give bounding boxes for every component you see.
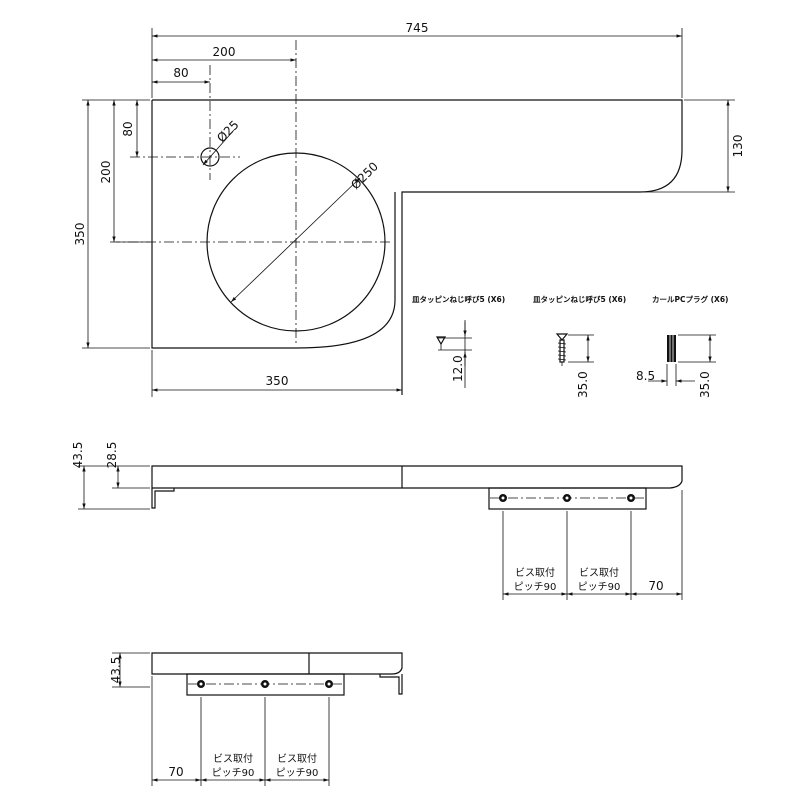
front-pitch-1-title: ビス取付 [515,566,555,579]
plug-diameter-label: 8.5 [636,369,655,383]
front-pitch-1-value: ピッチ90 [514,581,557,593]
screw-b-label: 皿タッピンねじ呼び5 (X6) [533,294,626,304]
long-screw-icon [555,333,594,366]
bowl-center-y-label: 200 [99,161,113,184]
wall-plug-icon [648,334,716,386]
side-pitch-1-value: ピッチ90 [212,767,255,779]
bowl-diameter-leader [230,177,361,303]
tap-diameter-label: Ø25 [214,118,241,145]
side-edge-offset-label: 70 [168,765,183,779]
front-countertop-outline [151,465,683,489]
front-edge-offset-label: 70 [648,579,663,593]
bowl-center-x-label: 200 [213,45,236,59]
side-elevation-view: 43.5 70 ビス取付 ピッチ90 ビス取付 ピッチ90 [109,652,403,786]
plug-length-label: 35.0 [698,371,712,398]
hardware-details: 皿タッピンねじ呼び5 (X6) 皿タッピンねじ呼び5 (X6) カールPCプラグ… [412,294,728,398]
front-top-thickness-label: 28.5 [105,442,119,469]
front-elevation-view: 43.5 28.5 ビス取付 ピッチ90 ビス取付 ピッチ90 70 [71,442,683,600]
bowl-width-label: 350 [266,374,289,388]
side-pitch-2-value: ピッチ90 [276,767,319,779]
side-pitch-1-title: ビス取付 [213,752,253,765]
side-pitch-2-title: ビス取付 [277,752,317,765]
tap-y-label: 80 [121,121,135,136]
front-height-label: 43.5 [71,442,85,469]
plan-view: Ø250 Ø25 745 200 80 350 200 80 130 [73,21,745,397]
tap-hole-circle [200,147,220,167]
side-mounting-rail [186,673,345,696]
plug-label: カールPCプラグ (X6) [652,294,728,304]
side-countertop-outline [151,652,403,675]
screw-b-length-label: 35.0 [576,371,590,398]
narrow-depth-label: 130 [731,135,745,158]
screw-a-label: 皿タッピンねじ呼び5 (X6) [412,294,505,304]
short-screw-icon [435,320,472,388]
overall-width-label: 745 [406,21,429,35]
side-height-label: 43.5 [109,657,123,684]
tap-diameter-leader [202,129,235,166]
tap-x-label: 80 [173,66,188,80]
overall-depth-label: 350 [73,223,87,246]
front-mounting-rail [488,487,647,510]
front-pitch-2-value: ピッチ90 [578,581,621,593]
screw-a-length-label: 12.0 [451,355,465,382]
bowl-diameter-label: Ø250 [348,159,381,192]
front-pitch-2-title: ビス取付 [579,566,619,579]
countertop-outline [151,99,683,395]
